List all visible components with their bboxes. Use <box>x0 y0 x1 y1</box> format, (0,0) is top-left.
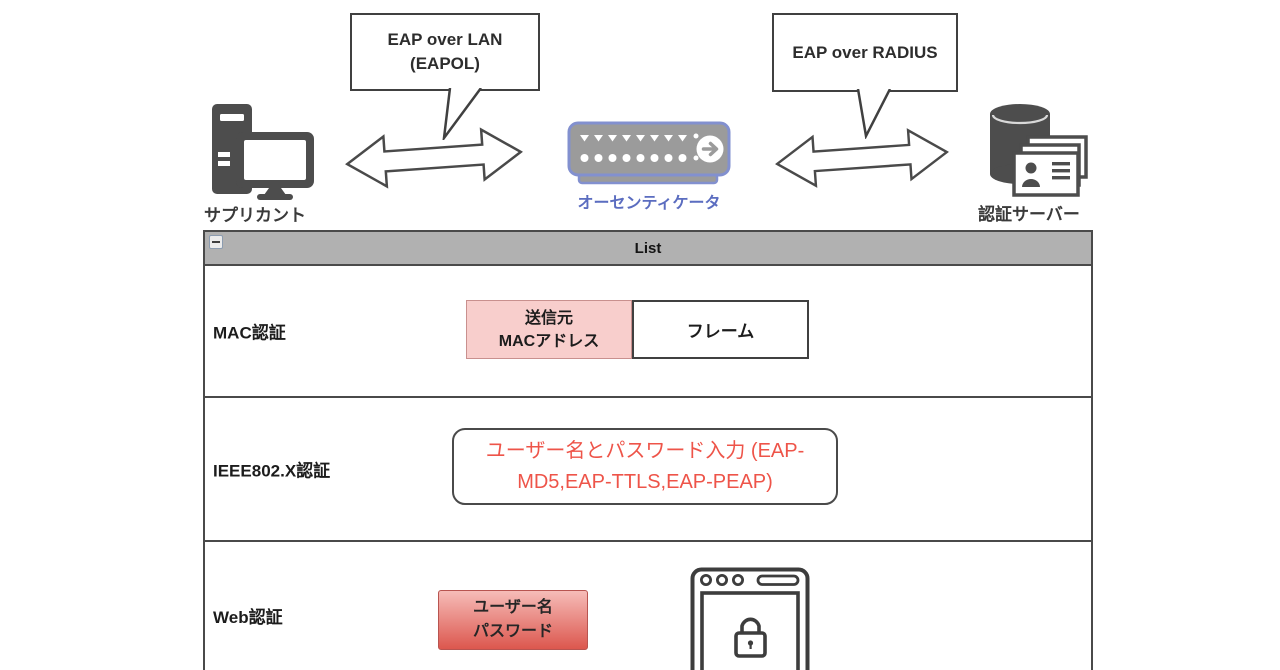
credentials-line1: ユーザー名 <box>473 599 553 616</box>
list-panel-header: List <box>205 232 1091 266</box>
table-row-mac-auth: MAC認証 送信元 MACアドレス フレーム <box>205 266 1091 396</box>
double-arrow-icon <box>344 127 524 189</box>
eapol-callout-tail <box>442 88 483 140</box>
eapol-link-arrow <box>343 124 524 192</box>
frame-box-label: フレーム <box>686 322 755 341</box>
authenticator-label: オーセンティケータ <box>577 195 721 212</box>
list-panel: List MAC認証 送信元 MACアドレス フレーム IEEE802.X認証 … <box>203 230 1093 670</box>
eapol-callout: EAP over LAN (EAPOL) <box>350 13 540 91</box>
auth-server-label: 認証サーバー <box>978 205 1080 224</box>
collapse-minus-icon[interactable] <box>209 235 223 249</box>
eapol-callout-line1: EAP over LAN <box>387 30 503 49</box>
browser-lock-icon <box>690 567 810 670</box>
auth-server-icon <box>990 104 1088 197</box>
radius-callout: EAP over RADIUS <box>772 13 958 92</box>
eap-methods-line2: MD5,EAP-TTLS,EAP-PEAP) <box>517 470 773 493</box>
credentials-line2: パスワード <box>472 623 553 640</box>
supplicant-label: サプリカント <box>204 206 306 225</box>
eapol-callout-line2: (EAPOL) <box>410 54 480 73</box>
double-arrow-icon <box>774 128 950 188</box>
radius-callout-label: EAP over RADIUS <box>792 42 938 62</box>
eap-methods-note: ユーザー名とパスワード入力 (EAP- MD5,EAP-TTLS,EAP-PEA… <box>452 428 838 505</box>
credentials-box: ユーザー名 パスワード <box>438 590 588 650</box>
mac-auth-label: MAC認証 <box>213 323 286 343</box>
panel-title: List <box>634 239 662 257</box>
authenticator-icon <box>567 121 731 185</box>
radius-link-arrow <box>773 124 950 192</box>
eap-methods-line1: ユーザー名とパスワード入力 (EAP- <box>485 439 805 462</box>
web-auth-label: Web認証 <box>213 608 283 627</box>
source-mac-box: 送信元 MACアドレス <box>466 300 632 359</box>
frame-box: フレーム <box>632 300 809 359</box>
table-row-web-auth: Web認証 ユーザー名 パスワード <box>205 540 1091 670</box>
supplicant-icon <box>212 104 314 200</box>
radius-callout-tail <box>856 89 892 139</box>
ieee8021x-auth-label: IEEE802.X認証 <box>213 461 331 481</box>
table-row-ieee8021x-auth: IEEE802.X認証 ユーザー名とパスワード入力 (EAP- MD5,EAP-… <box>205 396 1091 540</box>
source-mac-line2: MACアドレス <box>498 332 600 350</box>
minus-bar <box>212 241 220 243</box>
source-mac-line1: 送信元 <box>524 309 573 327</box>
